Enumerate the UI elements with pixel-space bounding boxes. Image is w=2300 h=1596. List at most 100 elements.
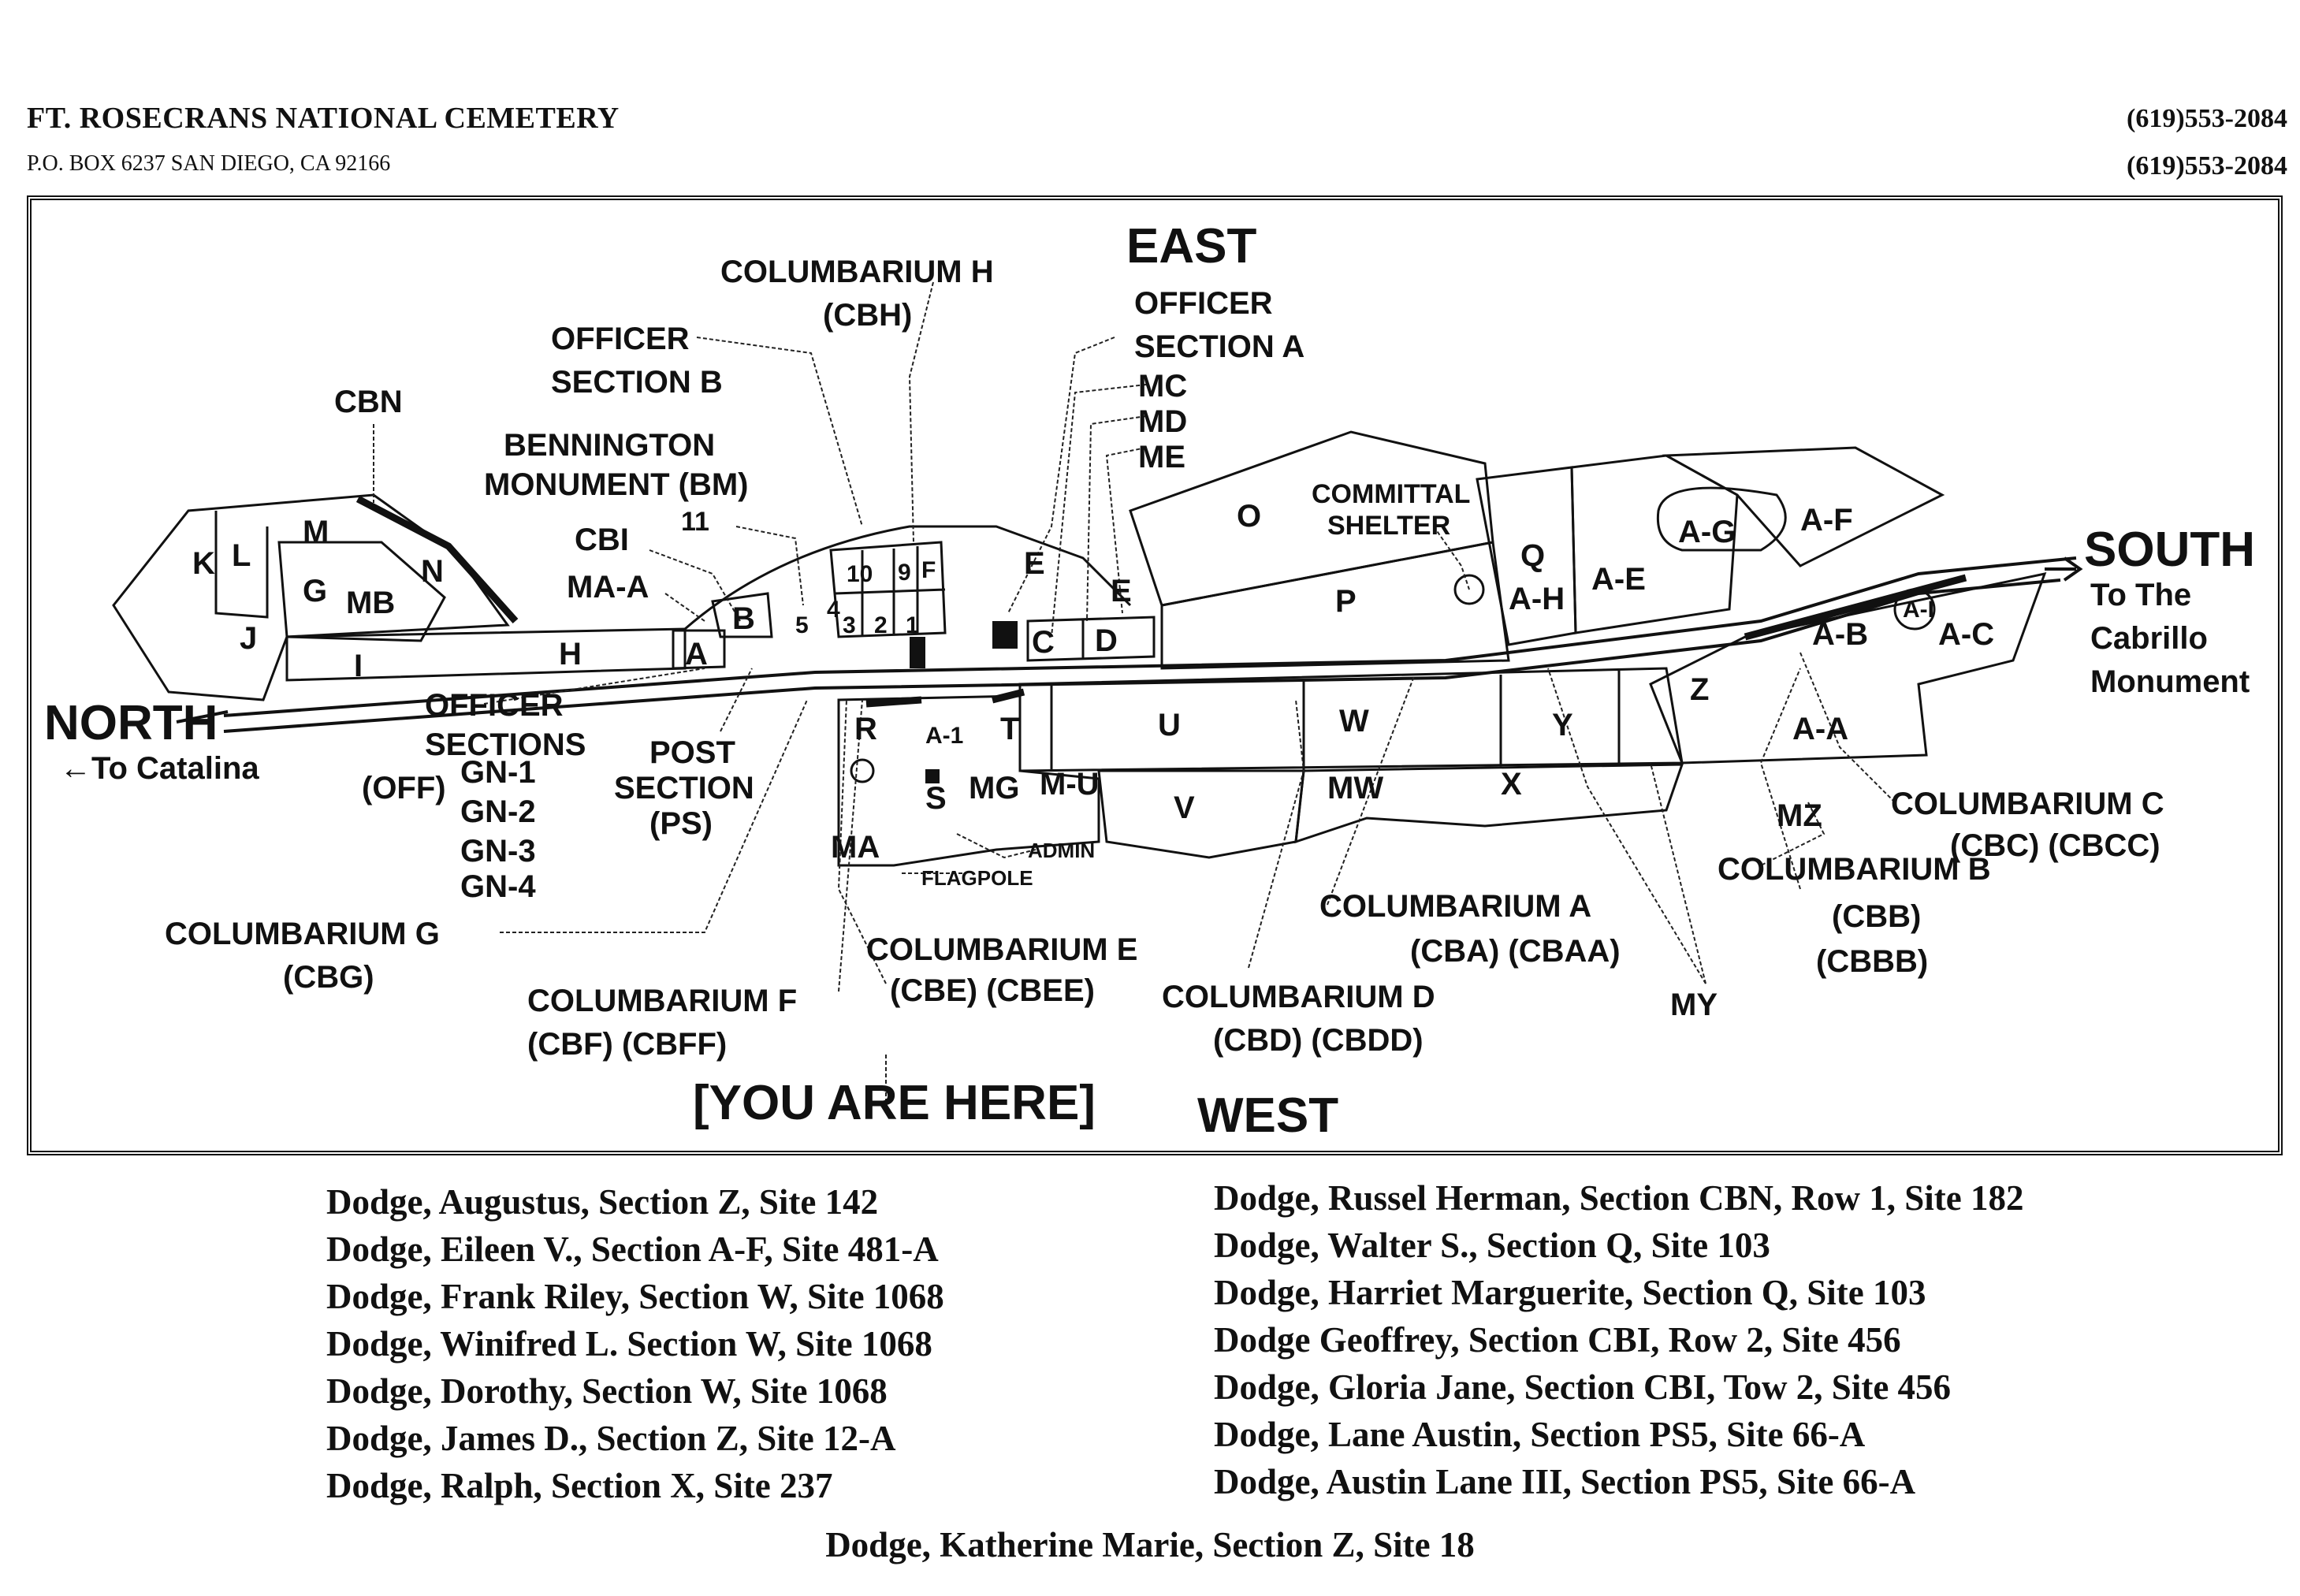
section-g-box xyxy=(277,541,446,642)
callout-columbarium-a-code: (CBA) (CBAA) xyxy=(1410,934,1621,969)
section-aa: A-A xyxy=(1792,712,1848,746)
list-item: Dodge, Austin Lane III, Section PS5, Sit… xyxy=(1214,1462,1916,1501)
callout-columbarium-e-code: (CBE) (CBEE) xyxy=(890,973,1095,1008)
section-c: C xyxy=(1032,625,1055,660)
burial-list-bottom: Dodge, Katherine Marie, Section Z, Site … xyxy=(0,1521,2300,1568)
section-r-wall xyxy=(865,696,922,708)
north-road xyxy=(176,710,229,724)
section-4: 4 xyxy=(827,597,840,623)
section-v-outline xyxy=(1097,769,1305,859)
section-a1: A-1 xyxy=(925,723,963,749)
compass-west: WEST xyxy=(1197,1088,1338,1143)
callout-columbarium-b-code-2: (CBBB) xyxy=(1816,944,1928,979)
callout-post-ps: (PS) xyxy=(649,806,713,841)
section-o: O xyxy=(1237,499,1261,534)
callout-gn4: GN-4 xyxy=(460,869,536,904)
section-w: W xyxy=(1339,704,1369,738)
callout-committal: COMMITTAL xyxy=(1312,479,1470,509)
section-g: G xyxy=(303,574,327,608)
section-mu: M-U xyxy=(1040,767,1100,802)
section-mg: MG xyxy=(969,771,1019,805)
section-10: 10 xyxy=(847,561,873,587)
section-ma: MA xyxy=(831,830,880,865)
section-af-outline xyxy=(1662,446,1945,567)
phone-number: (619)553-2084 xyxy=(2127,104,2287,133)
burial-list-left: Dodge, Augustus, Section Z, Site 142 Dod… xyxy=(326,1178,944,1509)
callout-my: MY xyxy=(1670,988,1718,1022)
upper-ridge xyxy=(684,525,1132,631)
section-k-l-divider xyxy=(214,511,269,619)
section-p-outline xyxy=(1160,541,1510,670)
section-v: V xyxy=(1174,791,1195,825)
list-item: Dodge, James D., Section Z, Site 12-A xyxy=(326,1419,896,1458)
callout-mz: MZ xyxy=(1777,798,1822,833)
callout-columbarium-g-code: (CBG) xyxy=(283,960,374,995)
list-item: Dodge, Frank Riley, Section W, Site 1068 xyxy=(326,1277,944,1316)
section-ag-ring xyxy=(1656,486,1787,552)
section-k: K xyxy=(192,546,215,581)
section-strip-south xyxy=(1018,667,1684,772)
callout-officer-sections-label: SECTIONS xyxy=(425,727,586,762)
callout-off: (OFF) xyxy=(362,771,446,805)
section-3: 3 xyxy=(843,612,856,638)
section-ae-outline xyxy=(1570,454,1739,634)
callout-columbarium-f-code: (CBF) (CBFF) xyxy=(527,1027,727,1062)
section-h: H xyxy=(559,637,582,672)
section-t-wall xyxy=(991,688,1025,704)
main-road xyxy=(223,556,2077,717)
section-n: N xyxy=(421,554,444,589)
callout-mc: MC xyxy=(1138,369,1187,404)
section-af: A-F xyxy=(1800,503,1853,538)
section-p: P xyxy=(1335,584,1357,619)
list-item: Dodge, Augustus, Section Z, Site 142 xyxy=(326,1182,879,1222)
south-wall xyxy=(1744,574,1967,641)
section-ab: A-B xyxy=(1812,617,1868,652)
callout-ma-a: MA-A xyxy=(567,570,649,605)
callout-columbarium-d: COLUMBARIUM D xyxy=(1162,980,1435,1014)
section-r: R xyxy=(854,712,877,746)
callout-officer-a-section: SECTION A xyxy=(1134,329,1304,364)
callout-officer-a: OFFICER xyxy=(1134,286,1273,321)
callout-flagpole: FLAGPOLE xyxy=(921,866,1033,890)
callout-columbarium-c-code: (CBC) (CBCC) xyxy=(1950,828,2160,863)
section-a-box xyxy=(672,629,726,670)
section-x: X xyxy=(1501,767,1522,802)
callout-gn1: GN-1 xyxy=(460,755,536,790)
section-5: 5 xyxy=(795,612,809,638)
section-mw-x-outline xyxy=(1294,763,1684,844)
section-i: I xyxy=(354,649,363,683)
list-item: Dodge, Harriet Marguerite, Section Q, Si… xyxy=(1214,1273,1926,1312)
callout-officer-b-section: SECTION B xyxy=(551,365,723,400)
section-ae: A-E xyxy=(1591,562,1646,597)
section-2: 2 xyxy=(874,612,888,638)
cemetery-address: P.O. BOX 6237 SAN DIEGO, CA 92166 xyxy=(27,151,391,176)
admin-area-outline xyxy=(837,694,1100,867)
list-item: Dodge, Walter S., Section Q, Site 103 xyxy=(1214,1226,1770,1265)
section-m: M xyxy=(303,515,329,549)
list-item: Dodge, Ralph, Section X, Site 237 xyxy=(326,1466,833,1505)
list-item: Dodge Geoffrey, Section CBI, Row 2, Site… xyxy=(1214,1320,1901,1360)
section-s: S xyxy=(925,781,947,816)
compass-east: EAST xyxy=(1126,219,1256,273)
south-note-line-3: Monument xyxy=(2090,664,2250,699)
committal-shelter-marker xyxy=(1453,574,1485,605)
south-note-line-1: To The xyxy=(2090,578,2191,612)
callout-me: ME xyxy=(1138,440,1185,474)
callout-columbarium-h-code: (CBH) xyxy=(823,298,912,333)
list-item: Dodge, Winifred L. Section W, Site 1068 xyxy=(326,1324,932,1363)
callout-md: MD xyxy=(1138,404,1187,439)
section-9: 9 xyxy=(898,560,911,586)
section-1: 1 xyxy=(906,612,919,638)
list-item: Dodge, Gloria Jane, Section CBI, Tow 2, … xyxy=(1214,1367,1952,1407)
section-q: Q xyxy=(1520,538,1545,573)
callout-columbarium-b-code: (CBB) xyxy=(1832,899,1921,934)
section-e-upper: E xyxy=(1024,546,1045,581)
map-frame xyxy=(27,195,2283,1155)
callout-committal-shelter: SHELTER xyxy=(1327,511,1450,541)
section-labels: K L M G MB N J I H A B 5 10 9 F 4 3 2 1 … xyxy=(192,499,1994,865)
list-item: Dodge, Katherine Marie, Section Z, Site … xyxy=(825,1525,1475,1564)
compass-south: SOUTH xyxy=(2084,523,2255,577)
list-item: Dodge, Dorothy, Section W, Site 1068 xyxy=(326,1371,888,1411)
callout-eleven: 11 xyxy=(681,507,709,537)
flagpole-marker xyxy=(925,769,940,783)
